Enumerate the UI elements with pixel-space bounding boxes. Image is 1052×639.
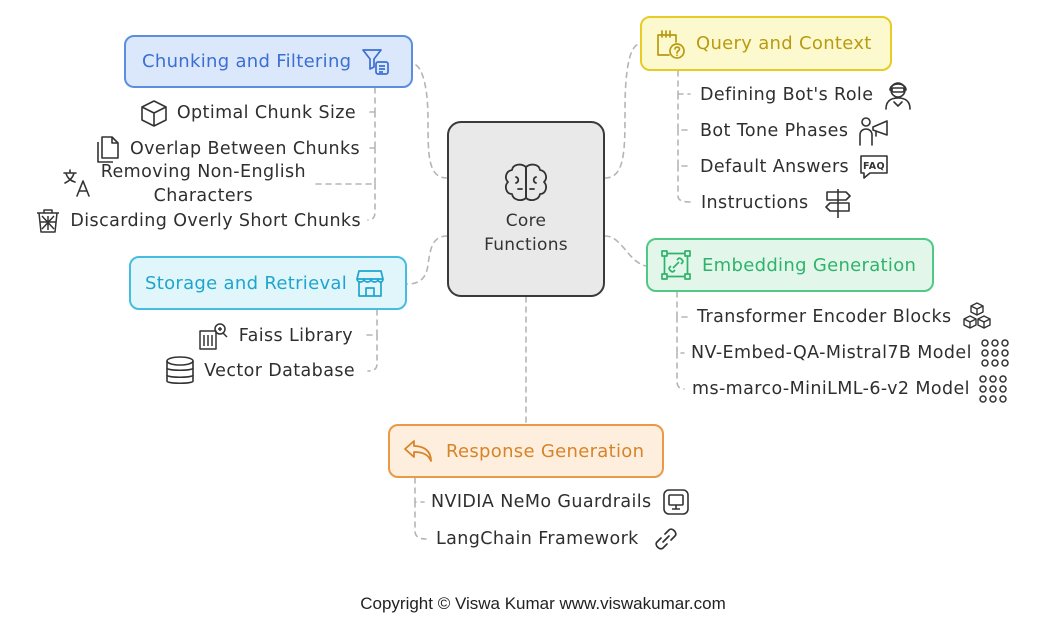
connector-core-query [604,43,641,179]
connector-query-leaves [677,70,691,203]
person-headset-icon [882,79,914,111]
leaf-default-answers: Default Answers FAQ [700,150,890,184]
branch-storage-title: Storage and Retrieval [145,272,348,294]
leaf-instructions: Instructions [701,186,853,220]
megaphone-person-icon [857,115,891,147]
copyright-footer: Copyright © Viswa Kumar www.viswakumar.c… [360,594,726,613]
leaf-defining-bots-role: Defining Bot's Role [700,78,914,112]
grid-dots-icon [977,373,1009,405]
connector-core-chunking [412,63,448,179]
connector-storage-leaves [363,309,378,372]
branch-chunking: Chunking and Filtering [124,35,413,88]
calendar-question-icon [654,28,686,60]
branch-embedding: Embedding Generation [646,238,934,292]
cubes-icon [961,301,993,333]
translate-icon [61,167,93,199]
branch-embedding-title: Embedding Generation [702,254,917,276]
chain-link-icon [650,523,682,555]
leaf-nv-embed-model: NV-Embed-QA-Mistral7B Model [691,336,1011,370]
faq-icon: FAQ [858,152,890,182]
copy-icon [92,134,122,164]
connector-core-storage [406,235,448,285]
core-node: Core Functions [447,121,605,297]
store-icon [355,268,385,298]
leaf-nemo-guardrails: NVIDIA NeMo Guardrails [431,485,691,519]
leaf-faiss-library: Faiss Library [176,320,353,352]
leaf-transformer-encoder: Transformer Encoder Blocks [697,300,993,334]
leaf-ms-marco-model: ms-marco-MiniLML-6-v2 Model [692,372,1009,406]
leaf-removing-line2: Characters [153,186,254,206]
grid-dots-icon [979,337,1011,369]
monitor-icon [661,487,691,517]
branch-chunking-title: Chunking and Filtering [142,51,352,72]
connector-core-embedding [604,235,647,267]
leaf-overlap-between-chunks: Overlap Between Chunks [70,134,360,164]
brain-icon [501,161,551,205]
leaf-bot-tone-phases: Bot Tone Phases [700,114,891,148]
leaf-langchain-framework: LangChain Framework [436,522,682,556]
branch-query-title: Query and Context [696,33,872,54]
leaf-removing-line1: Removing Non-English [100,162,306,182]
branch-storage: Storage and Retrieval [129,256,407,310]
link-frame-icon [660,249,692,281]
cube-icon [139,98,169,128]
signpost-icon [823,187,853,219]
filter-list-icon [361,47,391,77]
reply-arrow-icon [402,437,434,465]
leaf-vector-database: Vector Database [150,355,355,387]
branch-query: Query and Context [640,16,892,71]
branch-response-title: Response Generation [446,440,645,462]
svg-text:FAQ: FAQ [863,161,885,172]
leaf-optimal-chunk-size: Optimal Chunk Size [126,98,356,128]
connector-response-leaves [414,477,427,540]
leaf-discarding-short-chunks: Discarding Overly Short Chunks [16,206,361,236]
database-icon [164,355,196,387]
connector-embedding-leaves [676,291,689,390]
library-icon [197,321,231,351]
leaf-removing-non-english: Removing Non-English Characters [44,161,306,207]
trash-basket-icon [34,207,62,235]
core-title: Core Functions [484,211,568,255]
branch-response: Response Generation [388,424,664,478]
